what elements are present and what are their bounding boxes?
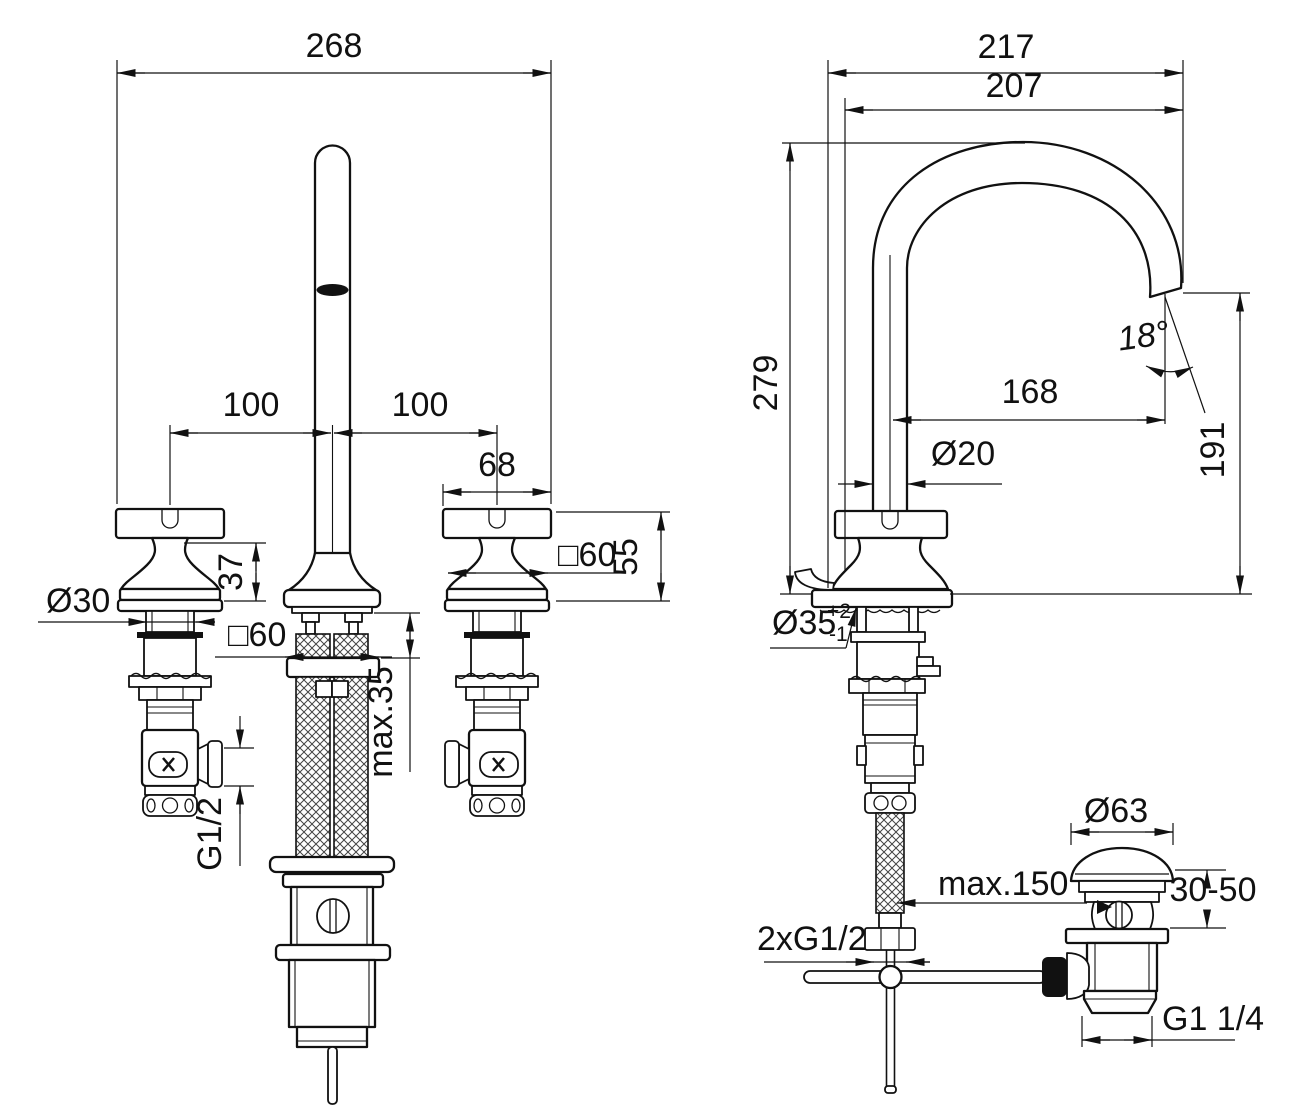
rod-joint <box>878 964 903 990</box>
dim-outlet-height: 191 <box>1194 422 1232 479</box>
handle-side <box>794 509 954 614</box>
drain-assembly-front <box>268 612 396 1105</box>
spout-outlet-front <box>316 284 349 296</box>
handle-left <box>114 507 226 818</box>
side-view: 217 207 279 18° 168 191 Ø20 Ø35 +2 -1 <box>747 28 1264 1094</box>
dim-handle-width: 68 <box>478 446 516 484</box>
dim-spout-reach: 168 <box>1002 373 1059 411</box>
dim-spout-height: 279 <box>747 355 785 412</box>
rod-connector-knurl <box>1042 957 1067 997</box>
dim-inlet-thread: G1/2 <box>191 797 229 871</box>
dim-supply-threads: 2xG1/2 <box>757 920 867 958</box>
waste-cap <box>1069 846 1175 883</box>
shank-side <box>848 606 941 814</box>
dim-base-square: □60 <box>228 616 286 654</box>
dim-waste-flange-diameter: Ø63 <box>1084 792 1148 830</box>
dim-deck-thickness: max.35 <box>362 666 400 778</box>
handle-right <box>441 507 553 818</box>
supply-hose-left <box>295 633 331 659</box>
waste-assembly <box>1042 846 1175 1015</box>
popup-rod-front <box>327 1046 338 1105</box>
dim-handle-square: □60 <box>558 536 616 574</box>
dim-hole-tol-minus: -1 <box>829 623 848 646</box>
waste-tailpiece <box>1082 989 1158 1015</box>
dim-hole-diameter: Ø35 <box>772 604 836 642</box>
dim-handle-height: 55 <box>607 538 645 576</box>
deck-lip <box>794 568 835 591</box>
dim-spout-tube-diameter: Ø20 <box>931 435 995 473</box>
spout-front <box>282 144 382 614</box>
horizontal-rod <box>803 970 1047 984</box>
dim-hose-reach: max.150 <box>938 865 1068 903</box>
dim-waste-thread: G1 1/4 <box>1162 1000 1264 1038</box>
front-dimensions: 268 100 100 68 37 □60 55 Ø <box>38 27 670 871</box>
dim-shank-diameter: Ø30 <box>46 582 110 620</box>
supply-hose-side <box>864 812 916 951</box>
dim-overall-width: 268 <box>306 27 363 65</box>
dim-hole-tol-plus: +2 <box>827 600 851 623</box>
front-view: 268 100 100 68 37 □60 55 Ø <box>38 27 670 1105</box>
dim-hole-spacing-right: 100 <box>392 386 449 424</box>
dim-hole-spacing-left: 100 <box>223 386 280 424</box>
dim-outlet-angle: 18° <box>1115 314 1171 359</box>
deck-plate <box>810 588 954 609</box>
side-dimensions: 217 207 279 18° 168 191 Ø20 Ø35 +2 -1 <box>747 28 1264 1047</box>
popup-rod-side <box>803 950 1047 1094</box>
dim-clamping-range: 30-50 <box>1170 871 1257 909</box>
dim-overall-depth: 217 <box>978 28 1035 66</box>
dim-spout-depth: 207 <box>986 67 1043 105</box>
dim-handle-cone-height: 37 <box>212 553 250 591</box>
supply-hose-right <box>333 633 369 659</box>
